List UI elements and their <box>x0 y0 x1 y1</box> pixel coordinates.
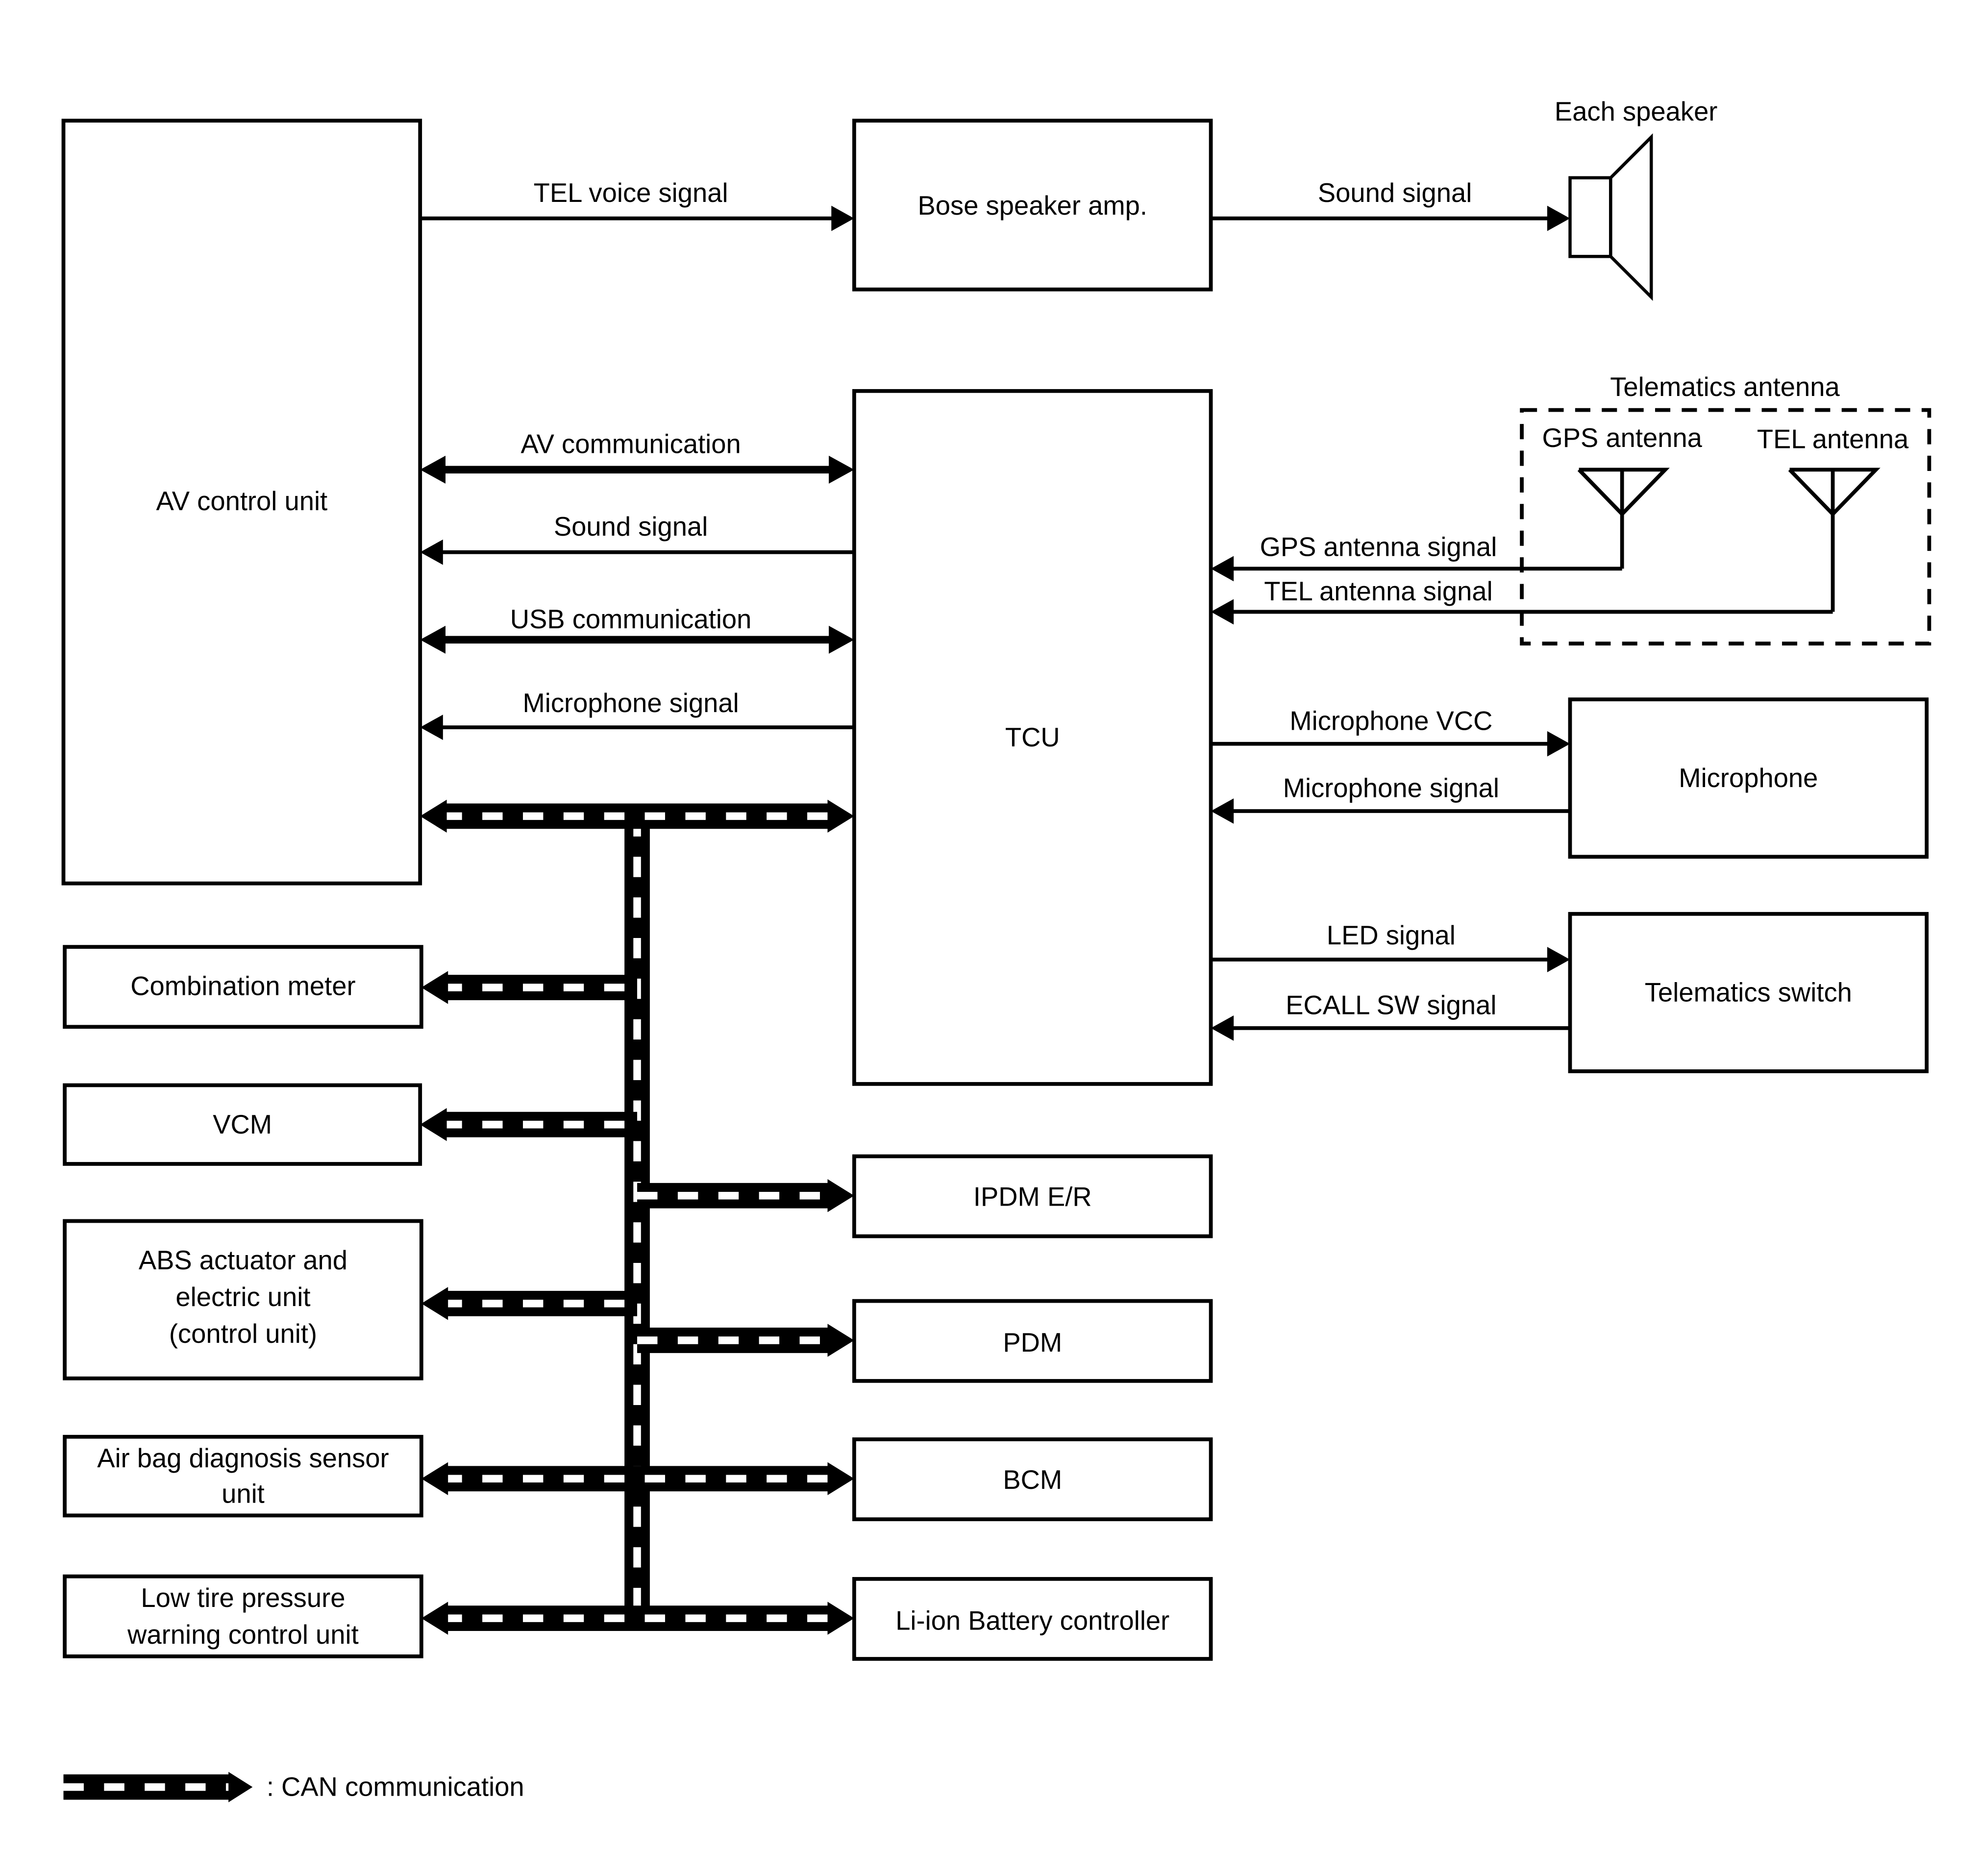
telematics-switch-box <box>1568 912 1929 1073</box>
bose-speaker-amp-box <box>852 119 1213 292</box>
abs-unit-box <box>63 1219 423 1381</box>
gps-antenna-label: GPS antenna <box>1542 423 1702 453</box>
usb-communication-label: USB communication <box>510 604 752 634</box>
microphone-signal-tcu-label: Microphone signal <box>1283 773 1499 803</box>
combination-meter-box <box>63 945 423 1029</box>
tel-voice-signal-label: TEL voice signal <box>534 178 728 208</box>
airbag-unit-label-line2: unit <box>222 1479 265 1508</box>
ipdm-label: IPDM E/R <box>973 1182 1092 1211</box>
li-ion-battery-controller-box <box>852 1577 1213 1661</box>
microphone-label: Microphone <box>1679 763 1818 793</box>
tcu-box <box>852 389 1213 1086</box>
abs-unit-label-line2: electric unit <box>175 1282 310 1312</box>
gps-antenna-signal-label: GPS antenna signal <box>1260 532 1497 562</box>
gps-antenna-icon <box>1577 468 1670 569</box>
telematics-switch-label: Telematics switch <box>1645 977 1852 1007</box>
airbag-unit-label-line1: Air bag diagnosis sensor <box>97 1443 389 1473</box>
combination-meter-label: Combination meter <box>130 971 355 1001</box>
can-bus <box>420 799 854 1635</box>
microphone-signal-av-label: Microphone signal <box>522 688 739 718</box>
pdm-box <box>852 1299 1213 1383</box>
microphone-box <box>1568 697 1929 859</box>
av-communication-label: AV communication <box>520 429 741 459</box>
tpms-unit-box <box>63 1574 423 1658</box>
each-speaker-label: Each speaker <box>1555 97 1718 126</box>
av-control-unit-label: AV control unit <box>156 486 328 516</box>
tel-antenna-label: TEL antenna <box>1757 424 1909 454</box>
tpms-unit-label-line2: warning control unit <box>127 1620 359 1650</box>
sound-signal-av-label: Sound signal <box>554 512 708 542</box>
vcm-box <box>63 1083 422 1166</box>
bose-speaker-amp-label: Bose speaker amp. <box>918 191 1147 221</box>
legend-can-symbol <box>63 1772 253 1802</box>
ecall-sw-signal-label: ECALL SW signal <box>1286 990 1496 1020</box>
bcm-box <box>852 1437 1213 1521</box>
av-control-unit-box <box>61 119 422 886</box>
ipdm-box <box>852 1154 1213 1238</box>
microphone-vcc-label: Microphone VCC <box>1289 706 1492 736</box>
tel-antenna-icon <box>1788 468 1881 612</box>
airbag-unit-box <box>63 1434 423 1518</box>
led-signal-label: LED signal <box>1327 920 1456 950</box>
tel-antenna-signal-label: TEL antenna signal <box>1264 576 1493 606</box>
pdm-label: PDM <box>1003 1328 1062 1358</box>
vcm-label: VCM <box>213 1110 272 1139</box>
abs-unit-label-line3: (control unit) <box>169 1319 317 1349</box>
abs-unit-label-line1: ABS actuator and <box>139 1245 347 1275</box>
tpms-unit-label-line1: Low tire pressure <box>141 1583 345 1613</box>
bcm-label: BCM <box>1003 1465 1062 1495</box>
sound-signal-speaker-label: Sound signal <box>1318 178 1472 208</box>
speaker-icon <box>1568 133 1653 301</box>
tcu-label: TCU <box>1005 722 1060 752</box>
li-ion-battery-controller-label: Li-ion Battery controller <box>895 1605 1169 1635</box>
telematics-antenna-label: Telematics antenna <box>1610 372 1840 402</box>
legend-can-label: : CAN communication <box>267 1772 524 1802</box>
